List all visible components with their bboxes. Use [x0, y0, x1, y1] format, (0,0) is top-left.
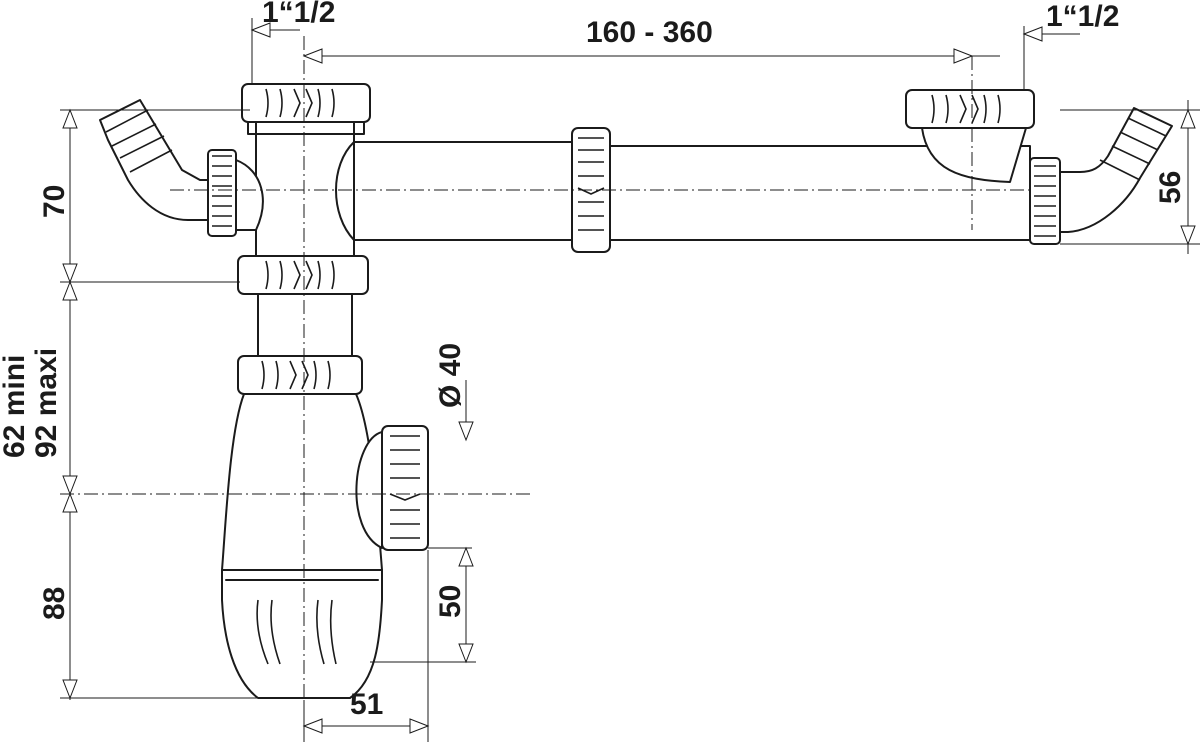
- right-overflow-hose-connector: [1029, 107, 1173, 245]
- label-depth-88: 88: [38, 587, 71, 620]
- left-overflow-hose-connector: [99, 99, 264, 237]
- vertical-adjustable-tube: [257, 293, 353, 357]
- label-outlet-height-50: 50: [434, 585, 467, 618]
- trap-outlet-nut: [355, 425, 429, 551]
- label-inlet-thread-left: 1“1/2: [262, 0, 335, 29]
- center-axes: [60, 36, 1030, 700]
- left-tee-body: [255, 121, 355, 261]
- label-height-adjust-max: 92 maxi: [30, 348, 63, 458]
- right-inlet-connector: [905, 89, 1035, 183]
- label-inlet-thread-right: 1“1/2: [1046, 0, 1119, 33]
- dimension-lines: [60, 18, 1200, 742]
- left-inlet-nut: [241, 83, 371, 135]
- label-spacing-range: 160 - 360: [586, 16, 713, 49]
- bottle-trap-top-nut: [237, 355, 363, 395]
- left-tee-lower-nut: [237, 255, 369, 295]
- label-outlet-diameter: Ø 40: [434, 343, 467, 408]
- dimension-arrows: [62, 22, 1196, 734]
- horizontal-connecting-pipe: [335, 141, 1031, 241]
- bottle-trap-body: [221, 393, 383, 699]
- label-height-56: 56: [1154, 171, 1187, 204]
- label-height-adjust-min: 62 mini: [0, 355, 31, 458]
- label-offset-51: 51: [350, 688, 383, 721]
- label-height-70: 70: [38, 185, 71, 218]
